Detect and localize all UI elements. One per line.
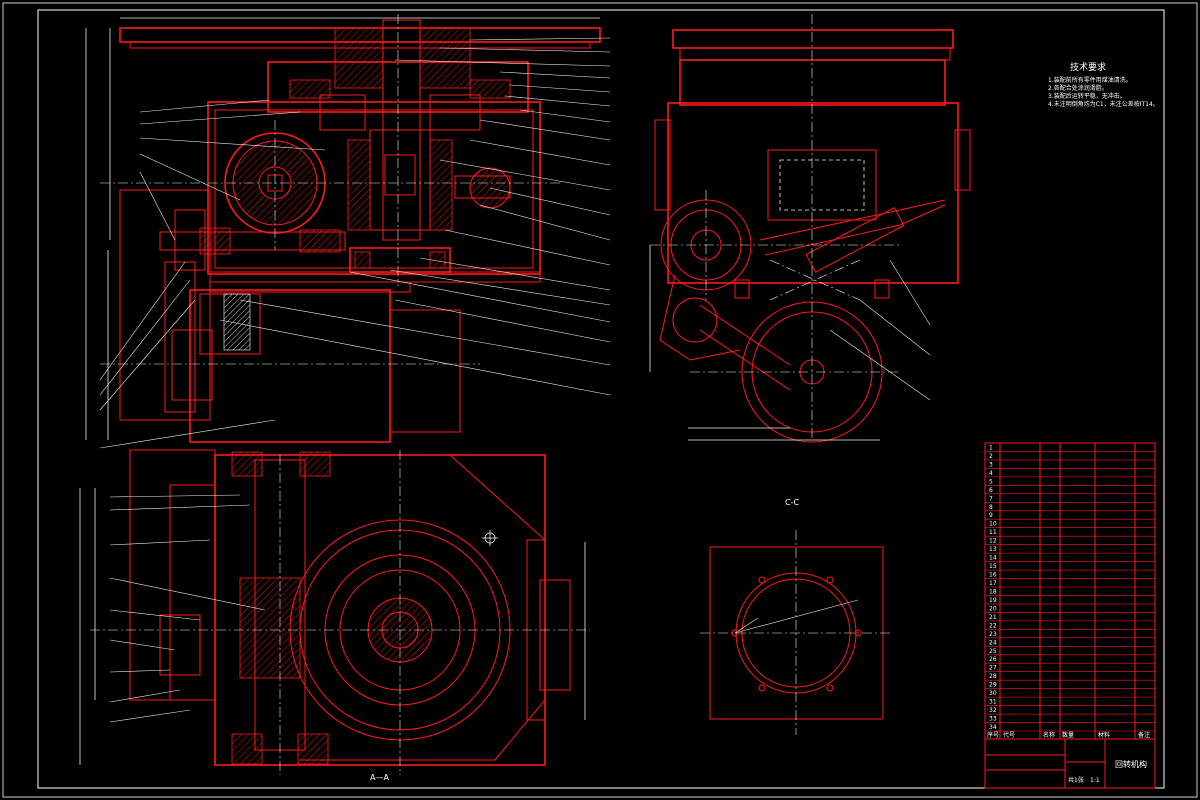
parts-row-number: 7 [989, 495, 993, 502]
parts-list: 1234567891011121314151617181920212223242… [984, 442, 1156, 740]
parts-row-number: 32 [989, 707, 997, 714]
section-cc-view: C-C [700, 498, 893, 735]
parts-row-number: 9 [989, 512, 993, 519]
title-block-drawing-name: 回转机构 [1115, 759, 1147, 769]
title-block-sheet-no: 共1张 [1068, 776, 1084, 784]
parts-row-number: 30 [989, 690, 997, 697]
parts-list-header: 名称 [1043, 731, 1055, 739]
parts-list-header: 备注 [1138, 731, 1150, 739]
parts-row-number: 18 [989, 588, 997, 595]
parts-list-rows: 1234567891011121314151617181920212223242… [985, 444, 1155, 732]
inner-border [37, 9, 1165, 789]
section-label-cc: C-C [785, 498, 799, 507]
tech-notes-title: 技术要求 [1070, 61, 1106, 73]
parts-row-number: 25 [989, 648, 997, 655]
parts-row-number: 1 [989, 444, 993, 451]
parts-row-number: 19 [989, 597, 997, 604]
title-block-headers: 序号代号 名称数量 材料 备注 [987, 731, 1150, 739]
parts-row-number: 14 [989, 555, 997, 562]
parts-list-header: 序号 [987, 731, 999, 739]
parts-row-number: 23 [989, 631, 997, 638]
leader-lines-right [219, 37, 611, 396]
parts-list-header: 材料 [1098, 731, 1110, 739]
parts-list-header: 数量 [1062, 731, 1074, 739]
parts-row-number: 10 [989, 521, 997, 528]
parts-row-number: 11 [989, 529, 997, 536]
leader-lines-left [99, 99, 326, 449]
parts-row-number: 4 [989, 470, 993, 477]
parts-row-number: 17 [989, 580, 997, 587]
parts-row-number: 12 [989, 538, 997, 545]
parts-row-number: 5 [989, 478, 993, 485]
parts-row-number: 29 [989, 682, 997, 689]
plan-view [79, 449, 590, 775]
parts-row-number: 28 [989, 673, 997, 680]
tech-note-4: 4.未注明倒角均为C1，未注公差按IT14。 [1048, 100, 1159, 108]
parts-row-number: 2 [989, 453, 993, 460]
front-section-view [85, 14, 611, 449]
parts-list-header: 代号 [1003, 731, 1015, 739]
parts-row-number: 16 [989, 572, 997, 579]
tech-note-1: 1.装配前所有零件用煤油清洗。 [1048, 76, 1132, 84]
title-block-scale: 1:1 [1090, 777, 1100, 784]
parts-row-number: 15 [989, 563, 997, 570]
parts-row-number: 22 [989, 622, 997, 629]
parts-row-number: 33 [989, 716, 997, 723]
section-label-aa: A—A [370, 773, 389, 782]
parts-row-number: 3 [989, 461, 993, 468]
title-block: 回转机构 1:1 共1张 序号代号 名称数量 材料 备注 [984, 731, 1156, 789]
parts-row-number: 31 [989, 699, 997, 706]
parts-row-number: 27 [989, 665, 997, 672]
parts-row-number: 13 [989, 546, 997, 553]
parts-row-number: 8 [989, 504, 993, 511]
parts-row-number: 26 [989, 656, 997, 663]
parts-row-number: 34 [989, 724, 997, 731]
parts-row-number: 21 [989, 614, 997, 621]
side-view [649, 14, 971, 443]
tech-note-2: 2.各配合处涂润滑脂。 [1048, 84, 1108, 92]
technical-notes: 技术要求 1.装配前所有零件用煤油清洗。 2.各配合处涂润滑脂。 3.装配后运转… [1048, 61, 1159, 108]
parts-row-number: 20 [989, 605, 997, 612]
tech-note-3: 3.装配后运转平稳，无冲击。 [1048, 92, 1126, 100]
parts-row-number: 24 [989, 639, 997, 646]
parts-row-number: 6 [989, 487, 993, 494]
